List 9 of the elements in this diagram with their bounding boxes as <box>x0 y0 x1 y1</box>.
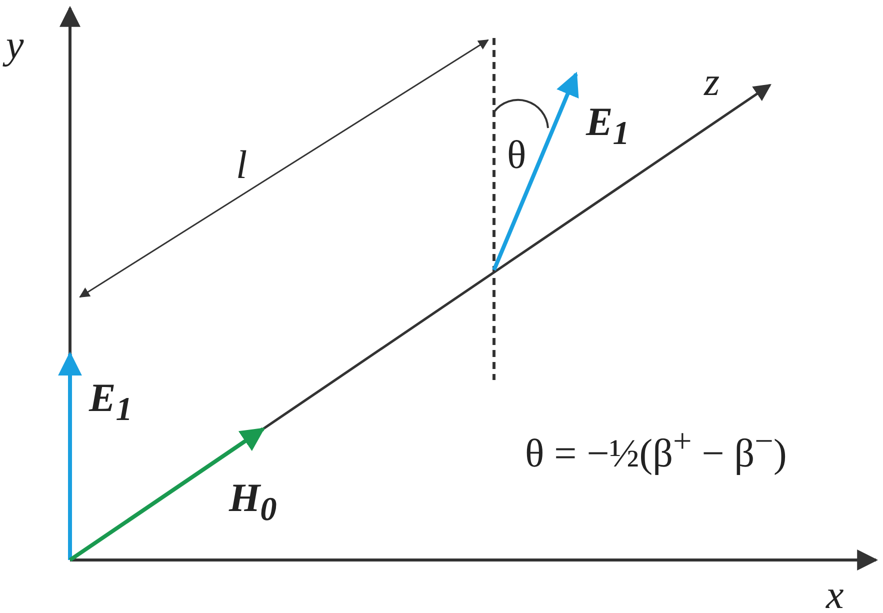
vector-label: E$_{1}$ <box>584 102 630 154</box>
axis-label: z <box>702 62 721 106</box>
axis-label: y <box>2 25 30 69</box>
formula: θ = −½(β$^{+}$ − β$^{−}$) <box>525 425 787 474</box>
axis-label: x <box>824 575 845 613</box>
vector-label: H$_{0}$ <box>228 478 278 530</box>
length-label: l <box>235 145 248 189</box>
angle-label: θ <box>507 135 526 175</box>
vector-label: E$_{1}$ <box>88 378 134 430</box>
